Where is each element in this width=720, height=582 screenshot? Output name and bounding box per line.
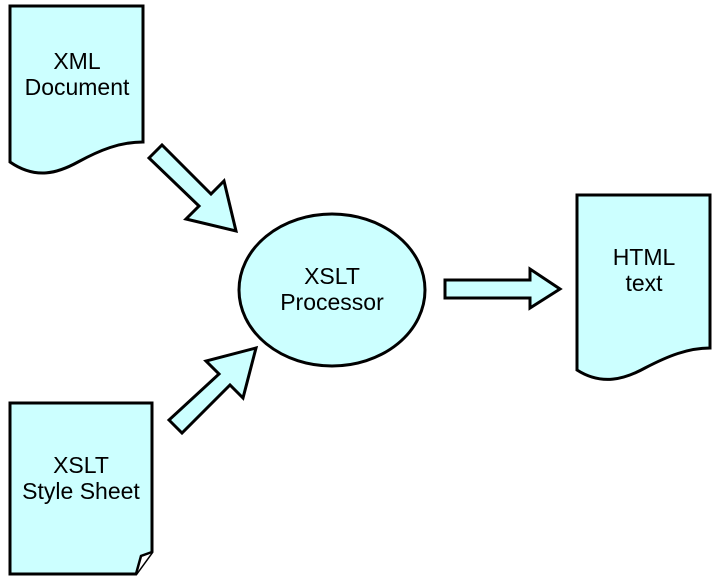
xml-document-label: XML Document: [14, 48, 140, 100]
xslt-processor-line2: Processor: [280, 289, 384, 315]
xslt-stylesheet-line1: XSLT: [53, 452, 109, 478]
xslt-processor-ellipse: [237, 212, 427, 368]
arrow-xml-to-processor: [146, 142, 239, 234]
xslt-processor-line1: XSLT: [304, 263, 360, 289]
xml-document-line2: Document: [24, 74, 130, 100]
xslt-stylesheet-fold: [134, 550, 153, 575]
xslt-stylesheet-label: XSLT Style Sheet: [12, 452, 150, 504]
xslt-stylesheet-line2: Style Sheet: [22, 478, 140, 504]
html-text-shape: [575, 193, 712, 381]
html-text-line2: text: [625, 270, 663, 296]
xslt-processor-label: XSLT Processor: [262, 263, 402, 315]
xml-document-shape: [8, 4, 145, 175]
html-text-label: HTML text: [580, 244, 708, 296]
arrow-stylesheet-to-processor: [166, 345, 259, 436]
xml-document-line1: XML: [53, 48, 101, 74]
html-text-line1: HTML: [612, 244, 676, 270]
arrow-processor-to-html: [443, 266, 563, 311]
